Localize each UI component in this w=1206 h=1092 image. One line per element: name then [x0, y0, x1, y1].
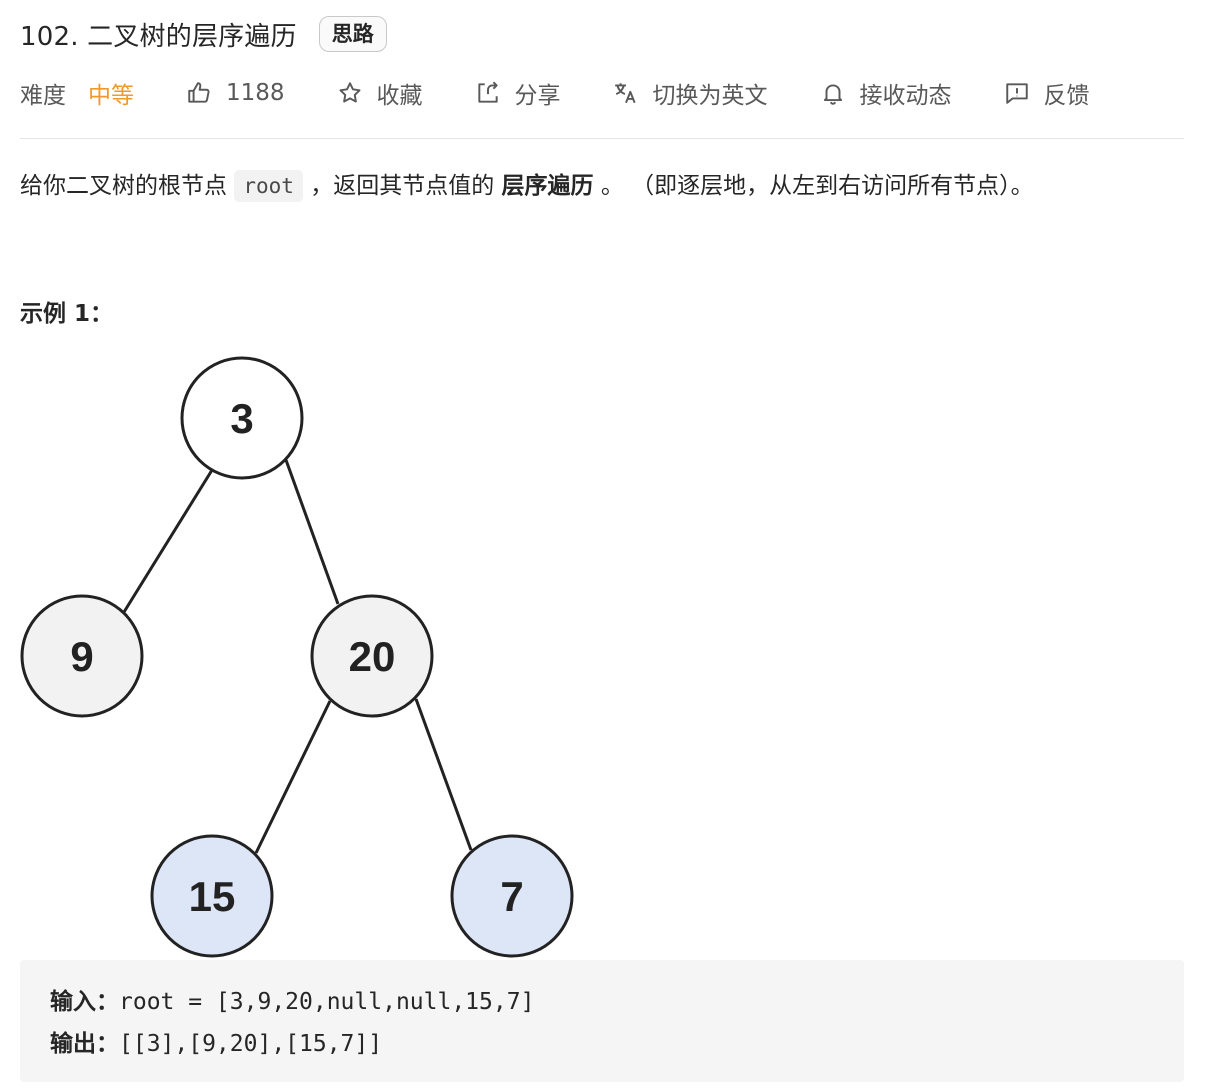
notify-label: 接收动态 — [859, 83, 952, 109]
input-value: root = [3,9,20,null,null,15,7] — [119, 989, 535, 1015]
meta-toolbar: 难度 中等 1188 收藏 — [20, 74, 1090, 112]
description-text-3: 。 （即逐层地，从左到右访问所有节点）。 — [593, 173, 1034, 199]
description-text-1: 给你二叉树的根节点 — [20, 173, 235, 199]
tree-node-circle — [20, 594, 144, 718]
like-count: 1188 — [226, 80, 285, 106]
switch-language-button[interactable]: 切换为英文 — [613, 76, 768, 110]
tree-node-circle — [150, 834, 274, 958]
tree-node-label: 20 — [349, 633, 396, 680]
notify-button[interactable]: 接收动态 — [820, 76, 952, 110]
tree-edge-20-15 — [254, 700, 332, 854]
binary-tree-diagram: 3 9 20 15 7 — [20, 350, 600, 965]
feedback-icon — [1004, 80, 1030, 106]
description-bold: 层序遍历 — [501, 173, 594, 199]
example-input-line: 输入：root = [3,9,20,null,null,15,7] — [50, 982, 534, 1016]
output-value: [[3],[9,20],[15,7]] — [119, 1031, 383, 1057]
tree-node-label: 15 — [189, 873, 236, 920]
difficulty-value: 中等 — [88, 83, 134, 109]
tree-edge-3-9 — [122, 461, 219, 613]
translate-icon — [613, 80, 639, 106]
problem-title: 102. 二叉树的层序遍历 — [20, 21, 297, 52]
tree-node-circle — [180, 356, 304, 480]
difficulty-label: 难度 — [20, 83, 66, 109]
description-text-2: ，返回其节点值的 — [302, 173, 502, 199]
tree-node-9: 9 — [20, 594, 144, 718]
title-row: 102. 二叉树的层序遍历 思路 — [20, 14, 387, 54]
example-io-block: 输入：root = [3,9,20,null,null,15,7] 输出：[[3… — [20, 960, 1184, 1082]
tree-node-15: 15 — [150, 834, 274, 958]
tree-node-circle — [450, 834, 574, 958]
tree-node-20: 20 — [310, 594, 434, 718]
tree-edge-20-7 — [414, 698, 473, 851]
tree-node-3: 3 — [180, 356, 304, 480]
switch-language-label: 切换为英文 — [652, 83, 768, 109]
collect-button[interactable]: 收藏 — [337, 76, 423, 110]
input-label: 输入： — [50, 989, 119, 1015]
output-label: 输出： — [50, 1031, 119, 1057]
tree-node-circle — [310, 594, 434, 718]
feedback-label: 反馈 — [1043, 83, 1090, 109]
tree-node-label: 7 — [500, 873, 523, 920]
hint-tag-button[interactable]: 思路 — [318, 16, 387, 52]
star-icon — [337, 80, 363, 106]
bell-icon — [820, 80, 846, 106]
share-button[interactable]: 分享 — [475, 76, 561, 110]
tree-node-7: 7 — [450, 834, 574, 958]
example-title: 示例 1： — [20, 301, 114, 327]
divider — [20, 138, 1184, 139]
inline-code-root: root — [234, 170, 303, 202]
thumbs-up-icon — [186, 80, 212, 106]
feedback-button[interactable]: 反馈 — [1004, 76, 1090, 110]
collect-label: 收藏 — [376, 83, 423, 109]
share-icon — [475, 80, 501, 106]
like-button[interactable]: 1188 — [186, 80, 285, 106]
tree-edge-3-20 — [284, 459, 340, 605]
tree-node-label: 3 — [230, 395, 253, 442]
problem-description: 给你二叉树的根节点 root ，返回其节点值的 层序遍历 。 （即逐层地，从左到… — [20, 164, 1034, 208]
tree-node-label: 9 — [70, 633, 93, 680]
share-label: 分享 — [514, 83, 561, 109]
example-output-line: 输出：[[3],[9,20],[15,7]] — [50, 1024, 382, 1058]
